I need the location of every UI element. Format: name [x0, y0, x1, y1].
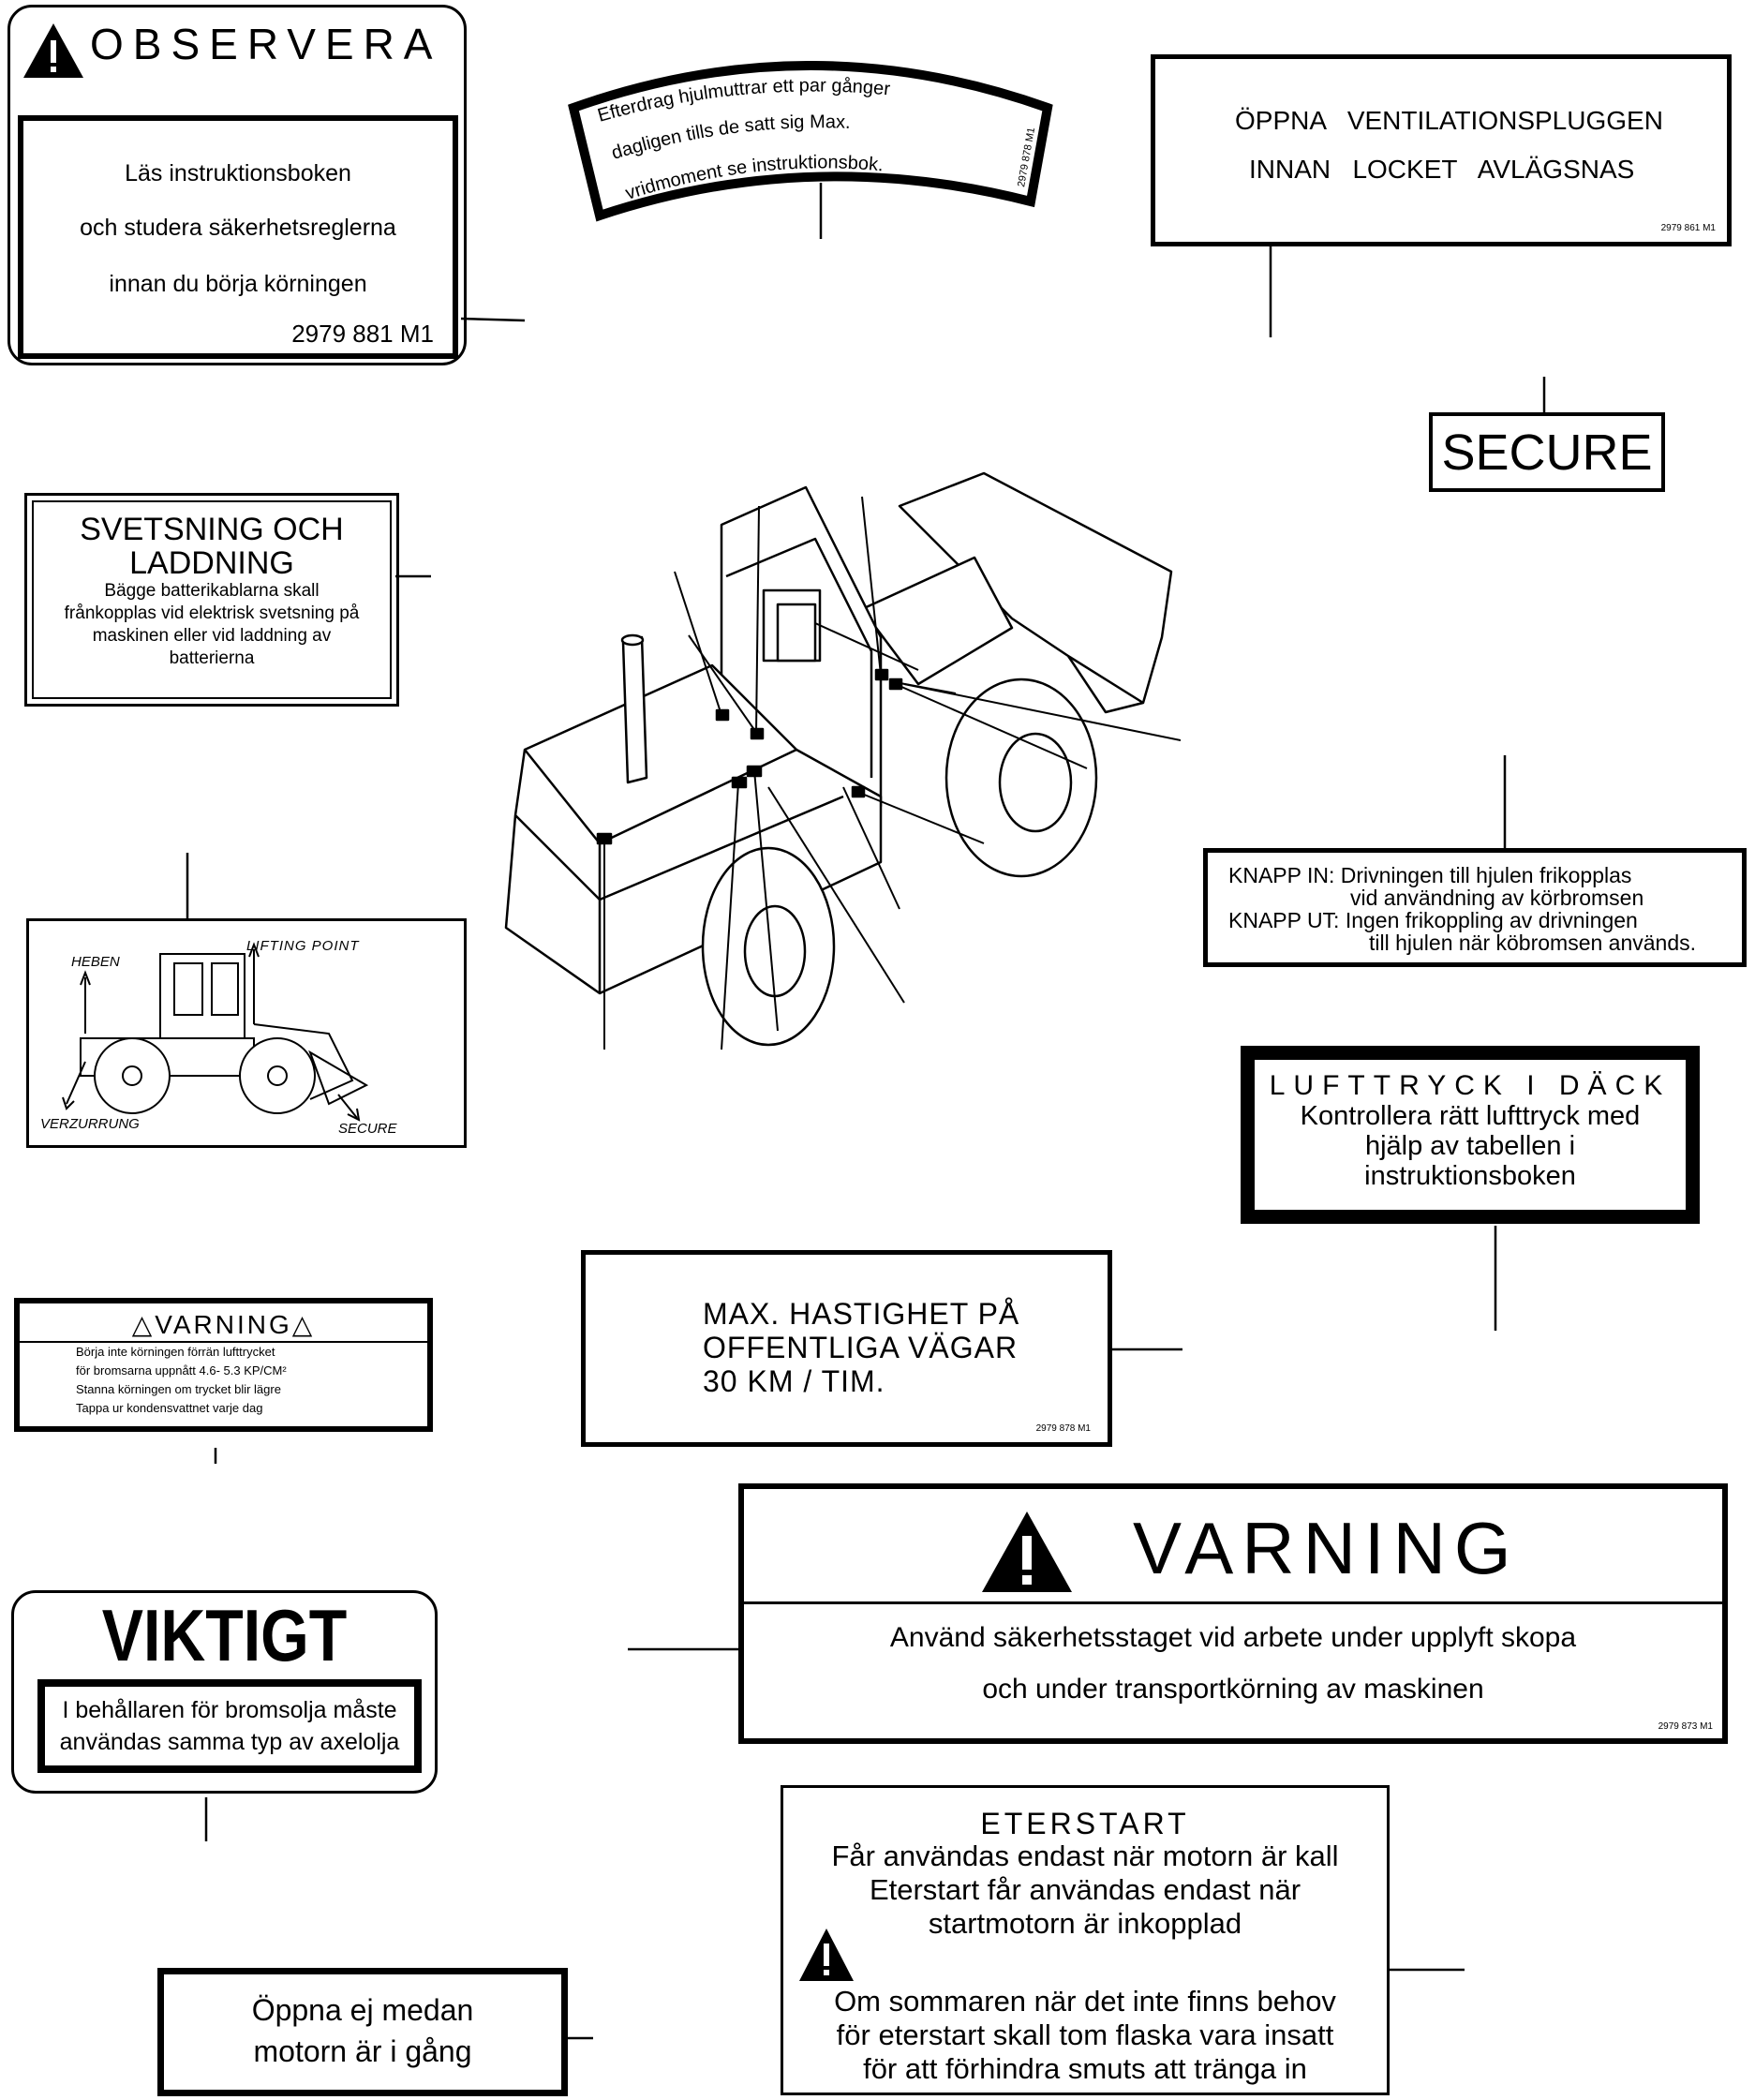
wheel-loader-drawing	[504, 471, 1181, 1050]
efterdrag-label: Efterdrag hjulmuttrar ett par gånger dag…	[568, 61, 1053, 222]
lifting-point-label: HEBEN LIFTING POINT VERZURRUNG SECURE	[26, 918, 467, 1148]
warning-triangle-icon: △	[131, 1310, 156, 1339]
ventilation-line2: INNAN LOCKET AVLÄGSNAS	[1249, 155, 1635, 184]
varning-small-line4: Tappa ur kondensvattnet varje dag	[76, 1401, 263, 1415]
warning-triangle-icon	[23, 23, 83, 78]
heben-text: HEBEN	[71, 954, 120, 970]
svetsning-line3: maskinen eller vid laddning av	[92, 626, 332, 646]
oppna-label: Öppna ej medan motorn är i gång	[157, 1968, 568, 2096]
hastighet-line2: OFFENTLIGA VÄGAR	[703, 1331, 1019, 1364]
observera-title: OBSERVERA	[90, 20, 442, 68]
observera-line1: Läs instruktionsboken	[125, 160, 351, 186]
warning-triangle-icon	[799, 1929, 854, 1981]
observera-line3: innan du börja körningen	[109, 271, 367, 297]
exhaust	[621, 635, 648, 784]
verzurrung-text: VERZURRUNG	[40, 1116, 140, 1132]
svetsning-line2: frånkopplas vid elektrisk svetsning på	[64, 603, 360, 623]
observera-inner: Läs instruktionsboken och studera säkerh…	[18, 115, 458, 359]
varning-big-label: VARNING Använd säkerhetsstaget vid arbet…	[738, 1483, 1728, 1744]
lufttryck-label: LUFTTRYCK I DÄCK Kontrollera rätt lufttr…	[1241, 1046, 1700, 1224]
varning-big-part: 2979 873 M1	[1658, 1721, 1713, 1732]
loader-side-view	[62, 942, 369, 1122]
secure-text: SECURE	[1441, 424, 1653, 481]
knapp-line3: KNAPP UT: Ingen frikoppling av drivninge…	[1228, 908, 1638, 932]
eterstart-block2: Om sommaren när det inte finns behov för…	[783, 1985, 1387, 2086]
varning-small-label: △VARNING△ Börja inte körningen förrän lu…	[14, 1298, 433, 1432]
ventilation-line1: ÖPPNA VENTILATIONSPLUGGEN	[1235, 106, 1663, 135]
viktigt-inner: I behållaren för bromsolja måste använda…	[37, 1679, 422, 1773]
hastighet-part: 2979 878 M1	[1035, 1423, 1091, 1434]
svetsning-label: SVETSNING OCH LADDNING Bägge batterikabl…	[24, 493, 399, 707]
eterstart-block1: Får användas endast när motorn är kall E…	[783, 1839, 1387, 1941]
ventilation-part: 2979 861 M1	[1660, 223, 1716, 233]
lufttryck-line1: Kontrollera rätt lufttryck med	[1300, 1101, 1641, 1131]
varning-big-line2: och under transportkörning av maskinen	[982, 1674, 1484, 1705]
svetsning-title2: LADDNING	[129, 545, 294, 581]
viktigt-label: VIKTIGT I behållaren för bromsolja måste…	[11, 1590, 438, 1794]
varning-big-divider	[744, 1601, 1722, 1604]
ventilation-label: ÖPPNA VENTILATIONSPLUGGEN INNAN LOCKET A…	[1151, 54, 1732, 246]
knapp-line2: vid användning av körbromsen	[1350, 886, 1644, 910]
warning-triangle-icon	[982, 1512, 1072, 1592]
hastighet-text: MAX. HASTIGHET PÅ OFFENTLIGA VÄGAR 30 KM…	[703, 1297, 1019, 1398]
hastighet-label: MAX. HASTIGHET PÅ OFFENTLIGA VÄGAR 30 KM…	[581, 1250, 1112, 1447]
varning-big-line1: Använd säkerhetsstaget vid arbete under …	[889, 1622, 1577, 1653]
varning-big-title: VARNING	[1133, 1507, 1520, 1589]
lufttryck-line3: instruktionsboken	[1364, 1161, 1576, 1191]
observera-part: 2979 881 M1	[291, 320, 434, 348]
varning-small-line3: Stanna körningen om trycket blir lägre	[76, 1382, 281, 1396]
svetsning-line1: Bägge batterikablarna skall	[104, 581, 320, 601]
eterstart-title: ETERSTART	[980, 1807, 1190, 1840]
varning-small-line2: för bromsarna uppnått 4.6- 5.3 KP/CM²	[76, 1363, 287, 1378]
varning-small-divider	[20, 1341, 427, 1343]
viktigt-line2: användas samma typ av axelolja	[59, 1729, 400, 1755]
eterstart-line4: Om sommaren när det inte finns behov	[834, 1985, 1336, 2018]
knapp-line4: till hjulen när köbromsen används.	[1369, 931, 1697, 955]
secure-label: SECURE	[1429, 412, 1665, 492]
knapp-label: KNAPP IN: Drivningen till hjulen frikopp…	[1203, 848, 1747, 967]
varning-small-title-row: △VARNING△	[20, 1309, 427, 1340]
boom-arm	[860, 556, 1014, 686]
hastighet-line3: 30 KM / TIM.	[703, 1364, 885, 1398]
lufttryck-title: LUFTTRYCK I DÄCK	[1269, 1070, 1672, 1101]
warning-triangle-icon: △	[291, 1310, 316, 1339]
lifting-point-text: LIFTING POINT	[246, 938, 360, 954]
svetsning-line4: batterierna	[169, 648, 255, 668]
viktigt-line1: I behållaren för bromsolja måste	[62, 1697, 397, 1723]
eterstart-line5: för eterstart skall tom flaska vara insa…	[836, 2018, 1334, 2051]
oppna-line1: Öppna ej medan	[251, 1993, 474, 2027]
observera-label: OBSERVERA Läs instruktionsboken och stud…	[7, 5, 467, 365]
eterstart-label: ETERSTART Får användas endast när motorn…	[781, 1785, 1390, 2095]
varning-small-body: Börja inte körningen förrän lufttrycket …	[76, 1343, 287, 1418]
lufttryck-line2: hjälp av tabellen i	[1364, 1131, 1576, 1161]
varning-small-line1: Börja inte körningen förrän lufttrycket	[76, 1345, 275, 1359]
knapp-line1: KNAPP IN: Drivningen till hjulen frikopp…	[1228, 863, 1632, 887]
eterstart-line2: Eterstart får användas endast när	[869, 1873, 1301, 1906]
eterstart-line3: startmotorn är inkopplad	[928, 1907, 1242, 1940]
oppna-line2: motorn är i gång	[253, 2034, 472, 2068]
svetsning-title1: SVETSNING OCH	[80, 512, 344, 547]
eterstart-line1: Får användas endast när motorn är kall	[831, 1839, 1339, 1872]
secure-text-small: SECURE	[338, 1121, 397, 1137]
observera-line2: och studera säkerhetsreglerna	[80, 215, 396, 241]
eterstart-line6: för att förhindra smuts att tränga in	[863, 2052, 1307, 2085]
varning-small-title: VARNING	[155, 1310, 292, 1339]
hastighet-line1: MAX. HASTIGHET PÅ	[703, 1297, 1020, 1331]
viktigt-title: VIKTIGT	[101, 1594, 348, 1676]
